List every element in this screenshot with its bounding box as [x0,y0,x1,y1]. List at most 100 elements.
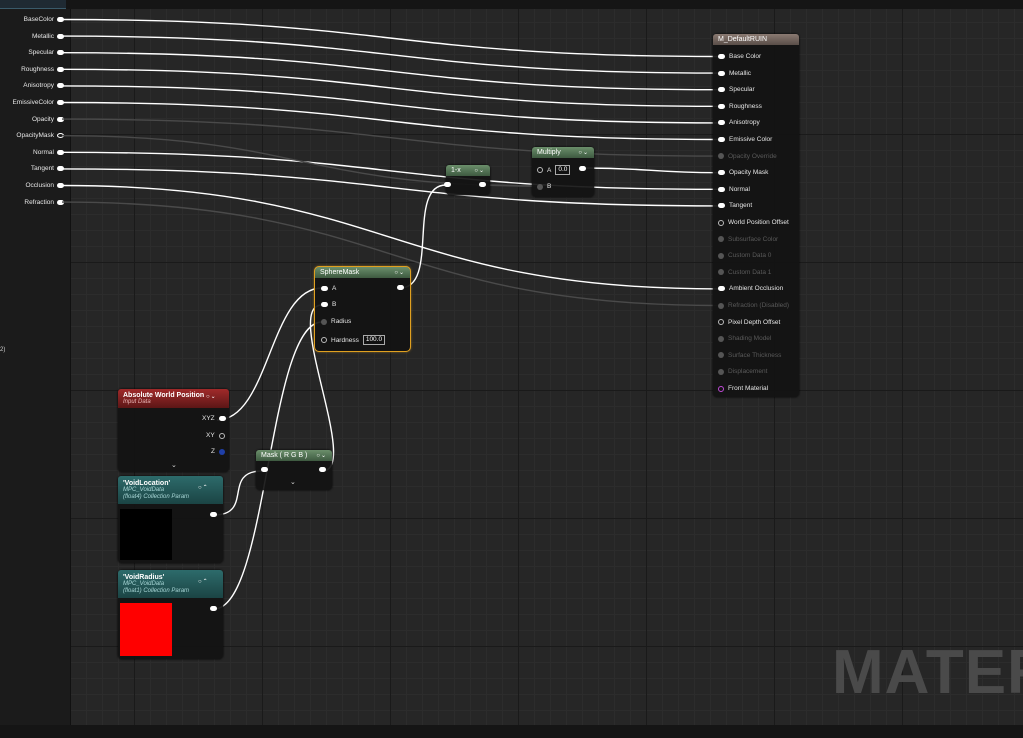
pin-icon[interactable] [718,303,724,309]
void-location-node[interactable]: 'VoidLocation' MPC_VoidData (float4) Col… [118,476,223,563]
pin-icon[interactable] [57,183,64,188]
material-node-header[interactable]: M_DefaultRUIN [713,34,799,45]
input-pin-3[interactable]: Roughness [21,66,64,73]
mask-rgb-header[interactable]: Mask ( R G B ) ○⌄ [256,450,332,461]
pin-icon[interactable] [718,236,724,242]
pin-icon[interactable] [57,100,64,105]
pin-icon[interactable] [718,120,725,125]
spheremask-output-pin[interactable] [397,285,404,290]
material-pin-9[interactable]: Tangent [718,202,752,209]
hardness-value[interactable]: 100.0 [363,335,385,345]
pin-icon[interactable] [57,117,64,122]
pin-icon[interactable] [718,269,724,275]
material-pin-19[interactable]: Displacement [718,368,767,375]
pin-icon[interactable] [718,54,725,59]
preview-toggle-icon[interactable]: ○⌃ [198,484,209,491]
pin-icon[interactable] [57,34,64,39]
void-location-output-pin[interactable] [210,512,217,517]
material-pin-0[interactable]: Base Color [718,53,761,60]
input-pin-10[interactable]: Occlusion [25,182,64,189]
input-pin-5[interactable]: EmissiveColor [12,99,64,106]
material-pin-18[interactable]: Surface Thickness [718,352,781,359]
material-pin-12[interactable]: Custom Data 0 [718,252,771,259]
pin-icon[interactable] [718,286,725,291]
multiply-a-value[interactable]: 0.0 [555,165,570,175]
multiply-pin-a[interactable]: A 0.0 [537,165,570,175]
pin-icon[interactable] [718,170,725,175]
input-pin-4[interactable]: Anisotropy [23,82,64,89]
material-pin-17[interactable]: Shading Model [718,335,771,342]
material-pin-14[interactable]: Ambient Occlusion [718,285,783,292]
multiply-node[interactable]: Multiply ○⌄ A 0.0 B [532,147,594,197]
spheremask-pin-a[interactable]: A [321,285,336,292]
spheremask-pin-b[interactable]: B [321,301,336,308]
pin-icon[interactable] [718,187,725,192]
pin-icon[interactable] [718,386,724,392]
multiply-output-pin[interactable] [579,166,586,171]
pin-icon[interactable] [718,220,724,226]
input-pin-2[interactable]: Specular [28,49,64,56]
one-minus-output-pin[interactable] [479,182,486,187]
tab-strip[interactable] [0,0,66,9]
material-pin-13[interactable]: Custom Data 1 [718,269,771,276]
pin-icon[interactable] [718,153,724,159]
material-result-node[interactable]: M_DefaultRUIN Base ColorMetallicSpecular… [713,34,799,397]
xy-output-pin[interactable]: XY [206,432,225,439]
pin-icon[interactable] [718,319,724,325]
pin-icon[interactable] [57,67,64,72]
pin-icon[interactable] [718,369,724,375]
xyz-output-pin[interactable]: XYZ [202,415,226,422]
one-minus-node[interactable]: 1-x ○⌄ [446,165,490,195]
spheremask-pin-radius[interactable]: Radius [321,318,351,325]
one-minus-header[interactable]: 1-x ○⌄ [446,165,490,176]
mask-rgb-input-pin[interactable] [261,467,268,472]
pin-icon[interactable] [57,50,64,55]
spheremask-pin-hardness[interactable]: Hardness100.0 [321,335,385,345]
void-radius-output-pin[interactable] [210,606,217,611]
material-pin-6[interactable]: Opacity Override [718,153,777,160]
material-pin-2[interactable]: Specular [718,86,755,93]
spheremask-header[interactable]: SphereMask ○⌄ [315,267,410,278]
preview-toggle-icon[interactable]: ○⌄ [394,269,405,276]
z-output-pin[interactable]: Z [211,448,225,455]
pin-icon[interactable] [57,166,64,171]
input-pin-7[interactable]: OpacityMask [16,132,64,139]
material-pin-16[interactable]: Pixel Depth Offset [718,319,780,326]
pin-icon[interactable] [57,133,64,138]
pin-icon[interactable] [57,83,64,88]
pin-icon[interactable] [718,104,725,109]
pin-icon[interactable] [718,71,725,76]
preview-toggle-icon[interactable]: ○⌄ [206,393,217,400]
multiply-header[interactable]: Multiply ○⌄ [532,147,594,158]
material-pin-3[interactable]: Roughness [718,103,762,110]
input-pin-8[interactable]: Normal [33,149,64,156]
pin-icon[interactable] [57,17,64,22]
material-pin-5[interactable]: Emissive Color [718,136,772,143]
void-radius-node[interactable]: 'VoidRadius' MPC_VoidData (float1) Colle… [118,570,223,659]
pin-icon[interactable] [718,137,725,142]
expand-chevron-icon[interactable]: ⌄ [290,478,296,486]
pin-icon[interactable] [718,253,724,259]
pin-icon[interactable] [718,336,724,342]
multiply-pin-b[interactable]: B [537,183,551,190]
pin-icon[interactable] [718,87,725,92]
material-pin-7[interactable]: Opacity Mask [718,169,768,176]
input-pin-1[interactable]: Metallic [32,33,64,40]
one-minus-input-pin[interactable] [444,182,451,187]
pin-icon[interactable] [718,352,724,358]
input-pin-9[interactable]: Tangent [31,165,64,172]
preview-toggle-icon[interactable]: ○⌄ [578,149,589,156]
preview-toggle-icon[interactable]: ○⌃ [198,578,209,585]
pin-icon[interactable] [718,203,725,208]
material-pin-10[interactable]: World Position Offset [718,219,789,226]
mask-rgb-node[interactable]: Mask ( R G B ) ○⌄ ⌄ [256,450,332,490]
material-pin-11[interactable]: Subsurface Color [718,236,778,243]
mask-rgb-output-pin[interactable] [319,467,326,472]
material-pin-4[interactable]: Anisotropy [718,119,760,126]
expand-chevron-icon[interactable]: ⌄ [171,461,177,469]
material-pin-15[interactable]: Refraction (Disabled) [718,302,789,309]
input-pin-0[interactable]: BaseColor [24,16,64,23]
material-pin-20[interactable]: Front Material [718,385,768,392]
spheremask-node[interactable]: SphereMask ○⌄ A B Radius Hardness100.0 [315,267,410,351]
input-pin-11[interactable]: Refraction [24,199,64,206]
